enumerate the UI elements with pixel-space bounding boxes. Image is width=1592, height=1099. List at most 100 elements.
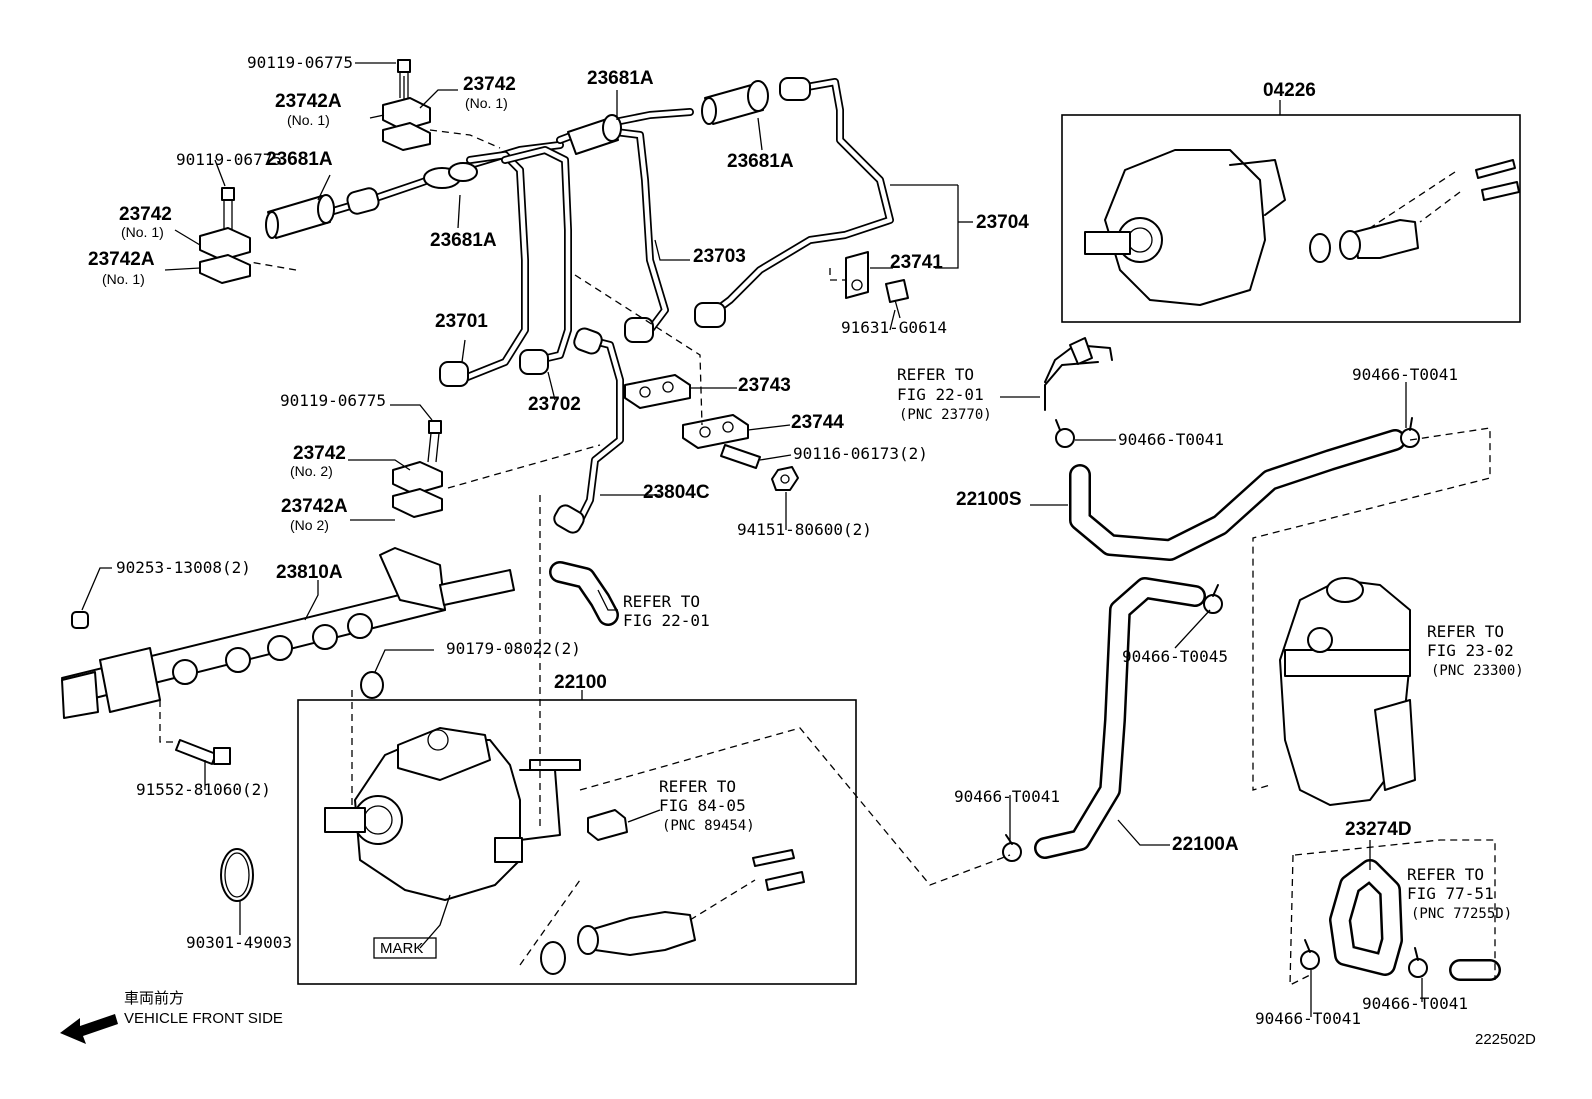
- injection-pipes: [286, 78, 894, 524]
- suction-valve: [540, 849, 805, 975]
- label-90466-b: 90466-T0041: [1352, 365, 1458, 384]
- label-90119-c: 90119-06775: [280, 391, 386, 410]
- sleeve-23681A-left: [265, 194, 335, 239]
- clip-90466-c: [1203, 584, 1223, 614]
- label-23742A-a: 23742A: [275, 91, 342, 112]
- label-22100A: 22100A: [1172, 834, 1239, 855]
- hose-22100A: [1034, 577, 1206, 859]
- hose-small-center: [549, 561, 619, 626]
- label-refer-7751-3: (PNC 77255D): [1411, 906, 1512, 922]
- label-23703: 23703: [693, 246, 746, 267]
- label-refer-2302-1: REFER TO: [1427, 622, 1504, 641]
- label-22100S: 22100S: [956, 489, 1022, 510]
- label-23681A-mid: 23681A: [430, 230, 497, 251]
- clip-90466-a: [1055, 419, 1075, 448]
- label-refer-2201-a-1: REFER TO: [897, 365, 974, 384]
- part-labels: 90119-06775 23742 (No. 1) 23742A (No. 1)…: [88, 53, 1536, 1048]
- assembly-box-04226: [1061, 114, 1521, 323]
- label-23742-a: 23742: [463, 74, 516, 95]
- label-23274D: 23274D: [1345, 819, 1412, 840]
- label-23804C: 23804C: [643, 482, 710, 503]
- fuel-filter: [1279, 577, 1416, 806]
- label-90179: 90179-08022(2): [446, 639, 581, 658]
- label-04226: 04226: [1263, 80, 1316, 101]
- fuel-pipe-refer-2201: [1044, 337, 1113, 411]
- label-23742-b: 23742: [119, 204, 172, 225]
- assembly-box-22100: [297, 699, 857, 985]
- label-91552: 91552-81060(2): [136, 780, 271, 799]
- label-diagram-id: 222502D: [1475, 1031, 1536, 1048]
- sleeve-23681A-top: [567, 114, 622, 155]
- supply-pump-22100: [324, 727, 581, 901]
- label-mark: MARK: [380, 940, 423, 957]
- label-refer-7751-2: FIG 77-51: [1407, 884, 1494, 903]
- label-90466-d: 90466-T0041: [954, 787, 1060, 806]
- label-refer-2201-b-2: FIG 22-01: [623, 611, 710, 630]
- label-90119-b: 90119-06775: [176, 150, 282, 169]
- label-refer-2201-a-3: (PNC 23770): [899, 407, 992, 423]
- clamp-23742-c: [392, 420, 443, 518]
- clamp-23742-a: [382, 59, 431, 151]
- label-front-jp: 車両前方: [124, 990, 184, 1007]
- nut-94151: [771, 466, 799, 491]
- label-23742-c-sub: (No. 2): [290, 463, 333, 479]
- label-refer-2201-b-1: REFER TO: [623, 592, 700, 611]
- sleeve-23681A-right: [701, 80, 769, 125]
- hose-23274D: [1329, 859, 1501, 981]
- label-refer-7751-1: REFER TO: [1407, 865, 1484, 884]
- label-23681A-right: 23681A: [727, 151, 794, 172]
- label-91631: 91631-G0614: [841, 318, 947, 337]
- label-23744: 23744: [791, 412, 844, 433]
- leader-lines: [81, 62, 1423, 1017]
- label-refer-2201-a-2: FIG 22-01: [897, 385, 984, 404]
- label-23742A-c: 23742A: [281, 496, 348, 517]
- label-refer-2302-2: FIG 23-02: [1427, 641, 1514, 660]
- label-23742A-b-sub: (No. 1): [102, 271, 145, 287]
- dashed-lines: [159, 129, 1496, 987]
- label-refer-8405-1: REFER TO: [659, 777, 736, 796]
- label-90116: 90116-06173(2): [793, 444, 928, 463]
- bolt-90116: [720, 444, 761, 469]
- clip-90466-d: [1002, 834, 1022, 862]
- label-23701: 23701: [435, 311, 488, 332]
- hose-22100S: [1069, 429, 1406, 561]
- mark-box: [373, 937, 437, 959]
- gasket-90179: [360, 671, 384, 699]
- clip-90466-f: [1408, 947, 1428, 978]
- bolt-91552: [175, 739, 231, 765]
- label-90466-e: 90466-T0041: [1255, 1009, 1361, 1028]
- label-23702: 23702: [528, 394, 581, 415]
- clip-90466-e: [1300, 939, 1320, 970]
- label-23742A-c-sub: (No 2): [290, 517, 329, 533]
- clip-90466-b: [1400, 417, 1420, 448]
- label-90301: 90301-49003: [186, 933, 292, 952]
- label-90466-c: 90466-T0045: [1122, 647, 1228, 666]
- oring-90301: [220, 848, 254, 902]
- clamp-23742-b: [199, 187, 251, 284]
- label-23742-a-sub: (No. 1): [465, 95, 508, 111]
- label-90253: 90253-13008(2): [116, 558, 251, 577]
- label-23742A-b: 23742A: [88, 249, 155, 270]
- label-23810A: 23810A: [276, 562, 343, 583]
- label-23681A-left: 23681A: [266, 149, 333, 170]
- pipe-nuts: [346, 77, 811, 534]
- sensor-plug: [587, 809, 628, 841]
- label-90119-a: 90119-06775: [247, 53, 353, 72]
- label-23743: 23743: [738, 375, 791, 396]
- label-front-en: VEHICLE FRONT SIDE: [124, 1010, 283, 1027]
- label-refer-2302-3: (PNC 23300): [1431, 663, 1524, 679]
- clamp-23744: [682, 414, 749, 449]
- bracket-23741: [845, 251, 909, 319]
- common-rail-23810A: [61, 547, 515, 719]
- label-refer-8405-3: (PNC 89454): [662, 818, 755, 834]
- clamp-23743: [624, 374, 691, 409]
- label-refer-8405-2: FIG 84-05: [659, 796, 746, 815]
- label-90466-a: 90466-T0041: [1118, 430, 1224, 449]
- label-22100: 22100: [554, 672, 607, 693]
- label-90466-f: 90466-T0041: [1362, 994, 1468, 1013]
- label-23742-c: 23742: [293, 443, 346, 464]
- pump-assembly-04226: [1084, 149, 1520, 306]
- label-94151: 94151-80600(2): [737, 520, 872, 539]
